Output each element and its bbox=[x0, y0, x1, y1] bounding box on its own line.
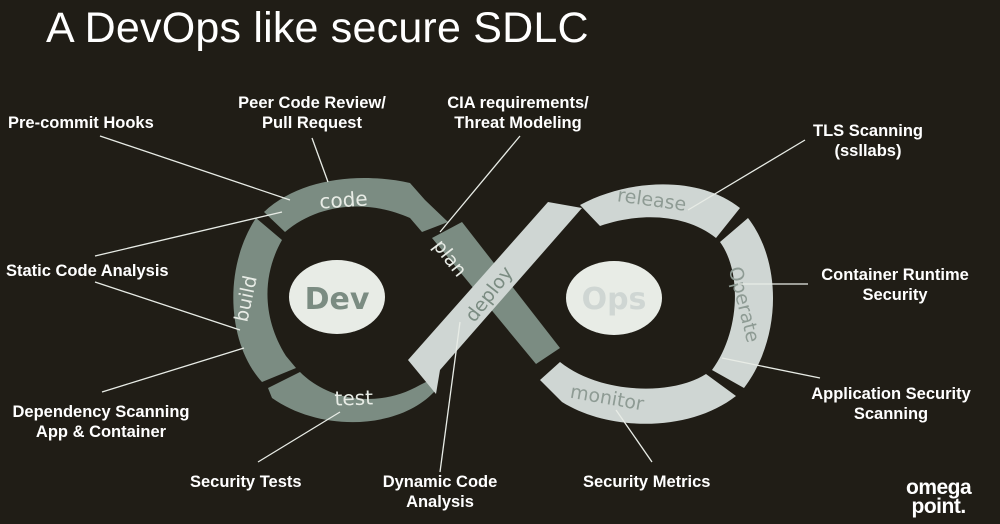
callout-peer-review: Peer Code Review/ Pull Request bbox=[222, 93, 402, 133]
stage-code-label: code bbox=[319, 186, 369, 213]
callout-dependency-line2: App & Container bbox=[35, 423, 167, 441]
leader-dynamic bbox=[439, 321, 461, 473]
logo-line1: omega bbox=[906, 476, 972, 499]
callout-dependency-line1: Dependency Scanning bbox=[12, 403, 190, 421]
leader-metrics bbox=[615, 409, 653, 463]
callout-cia: CIA requirements/ Threat Modeling bbox=[428, 93, 608, 133]
leader-static-build bbox=[94, 281, 241, 331]
leader-static bbox=[94, 211, 283, 257]
callout-app-scanning-line2: Scanning bbox=[853, 405, 929, 423]
leader-peer-review bbox=[311, 137, 329, 183]
leader-cia bbox=[439, 135, 521, 233]
segment-test bbox=[268, 372, 434, 423]
leader-security-tests bbox=[257, 411, 341, 463]
callout-cia-line1: CIA requirements/ bbox=[447, 94, 589, 112]
callout-peer-review-line2: Pull Request bbox=[262, 114, 362, 132]
callout-app-scanning-line1: Application Security bbox=[811, 385, 971, 403]
callout-dynamic: Dynamic Code Analysis bbox=[370, 472, 510, 512]
callout-tls: TLS Scanning (ssllabs) bbox=[798, 121, 938, 161]
segment-monitor bbox=[540, 362, 736, 424]
callout-app-scanning: Application Security Scanning bbox=[796, 384, 986, 424]
leader-pre-commit bbox=[99, 135, 291, 201]
stage-test-label: test bbox=[334, 385, 373, 410]
callout-container-runtime: Container Runtime Security bbox=[800, 265, 990, 305]
logo-line2: point. bbox=[911, 495, 967, 518]
callout-container-runtime-line2: Security bbox=[862, 286, 928, 304]
ops-hub bbox=[566, 261, 662, 335]
callout-cia-line2: Threat Modeling bbox=[454, 114, 582, 132]
callout-tls-line1: TLS Scanning bbox=[812, 122, 923, 140]
callout-container-runtime-line1: Container Runtime bbox=[821, 266, 969, 284]
segment-build bbox=[233, 218, 296, 382]
segment-operate bbox=[712, 218, 774, 388]
callout-dynamic-line2: Analysis bbox=[406, 493, 474, 511]
leader-dependency bbox=[101, 347, 245, 393]
segment-deploy bbox=[408, 202, 582, 394]
omega-point-logo: omega point. bbox=[906, 476, 972, 518]
callout-tls-line2: (ssllabs) bbox=[834, 142, 902, 160]
callout-dependency: Dependency Scanning App & Container bbox=[0, 402, 202, 442]
leader-tls bbox=[687, 139, 806, 211]
leader-app-scanning bbox=[721, 357, 821, 379]
slide-title: A DevOps like secure SDLC bbox=[46, 4, 589, 52]
segment-release bbox=[580, 184, 740, 238]
callout-dynamic-line1: Dynamic Code bbox=[382, 473, 498, 491]
callout-static-analysis: Static Code Analysis bbox=[6, 262, 169, 280]
dev-hub bbox=[289, 260, 385, 334]
callout-pre-commit: Pre-commit Hooks bbox=[8, 114, 154, 132]
callout-metrics: Security Metrics bbox=[583, 473, 711, 491]
ops-hub-label: Ops bbox=[582, 282, 647, 317]
callout-peer-review-line1: Peer Code Review/ bbox=[238, 94, 386, 112]
segment-code bbox=[264, 177, 448, 232]
dev-hub-label: Dev bbox=[305, 282, 370, 317]
callout-security-tests: Security Tests bbox=[190, 473, 302, 491]
